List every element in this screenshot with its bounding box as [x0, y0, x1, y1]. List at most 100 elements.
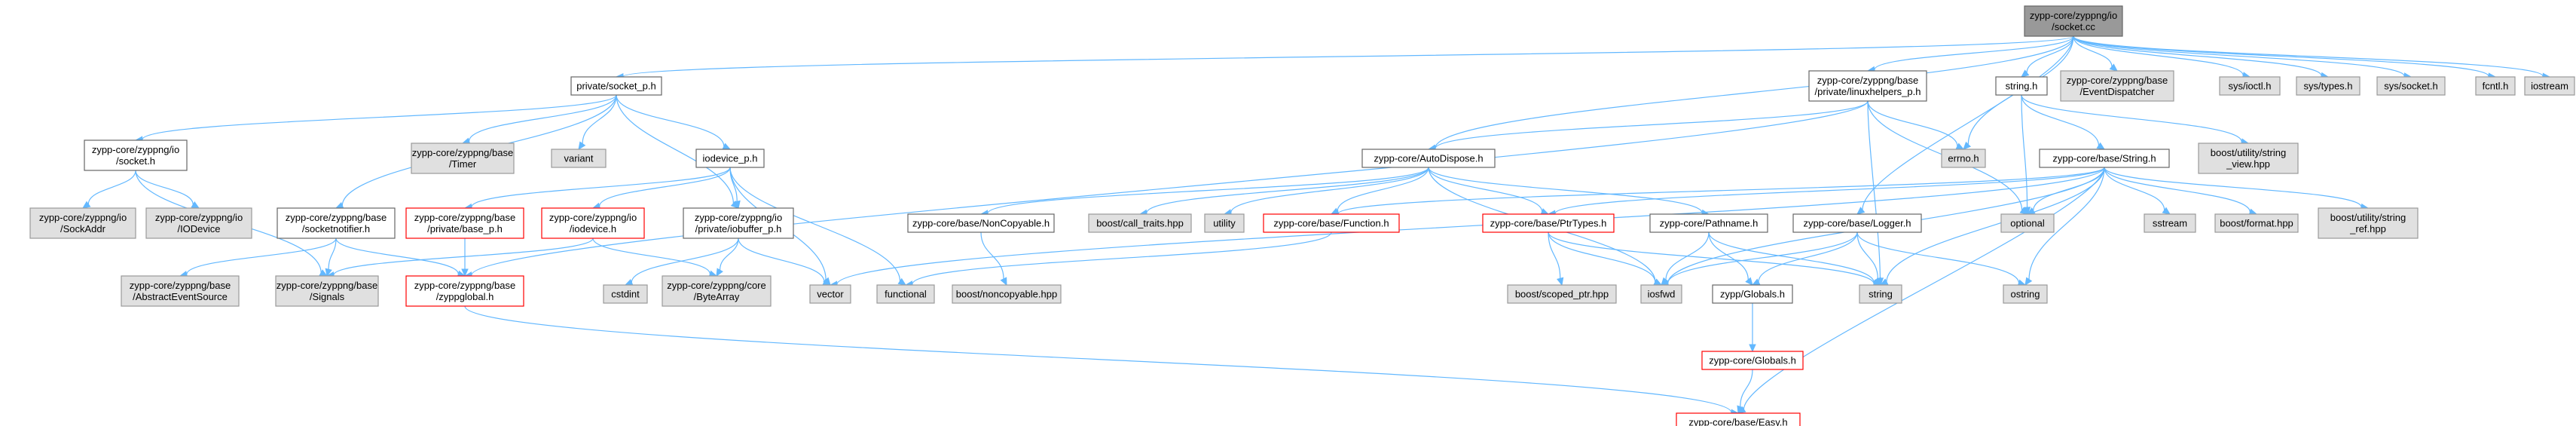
- node-label-line: /ByteArray: [694, 291, 740, 302]
- node-logger[interactable]: zypp-core/base/Logger.h: [1792, 213, 1922, 233]
- node-label-line: /EventDispatcher: [2080, 86, 2156, 97]
- node-label-line: zypp-core/zyppng/base: [414, 280, 515, 291]
- include-edge-autodispose-to-pathname: [1428, 167, 1710, 217]
- node-label-line: boost/format.hpp: [2220, 218, 2293, 229]
- node-label-line: boost/utility/string: [2211, 147, 2286, 158]
- include-edge-socketnotifier-to-zyppglobal: [335, 238, 466, 277]
- node-pathname[interactable]: zypp-core/Pathname.h: [1649, 213, 1768, 233]
- node-boost-string-view[interactable]: boost/utility/string_view.hpp: [2198, 143, 2299, 174]
- node-sockaddr[interactable]: zypp-core/zyppng/io/SockAddr: [29, 207, 136, 239]
- node-boost-format[interactable]: boost/format.hpp: [2214, 213, 2299, 233]
- node-label-line: /Timer: [449, 158, 477, 170]
- node-string[interactable]: string: [1859, 284, 1902, 304]
- node-cstdint[interactable]: cstdint: [603, 284, 648, 304]
- node-label-line: sys/ioctl.h: [2228, 81, 2271, 92]
- node-iobuffer-p[interactable]: zypp-core/zyppng/io/private/iobuffer_p.h: [683, 207, 794, 239]
- node-label-line: zypp-core/zyppng/core: [667, 280, 766, 291]
- include-edge-linuxhelpers-to-errno: [1867, 100, 1965, 150]
- include-edge-pathname-to-zypp_globals: [1708, 231, 1753, 286]
- node-label-line: _view.hpp: [2226, 158, 2270, 170]
- node-label-line: /private/iobuffer_p.h: [695, 223, 782, 234]
- node-label-line: iodevice_p.h: [703, 153, 758, 164]
- include-edge-private_base_p-to-zyppglobal: [461, 238, 469, 277]
- node-variant[interactable]: variant: [551, 149, 607, 168]
- node-sstream[interactable]: sstream: [2144, 213, 2196, 233]
- node-label-line: zypp-core/zyppng/base: [1817, 75, 1918, 86]
- node-boost-string-ref[interactable]: boost/utility/string_ref.hpp: [2318, 207, 2419, 239]
- node-label-line: sys/types.h: [2303, 81, 2352, 92]
- node-label-line: zypp-core/zyppng/base: [414, 212, 515, 223]
- node-label-line: fcntl.h: [2483, 81, 2509, 92]
- node-easy[interactable]: zypp-core/base/Easy.h: [1676, 412, 1801, 426]
- node-abstract-event-source[interactable]: zypp-core/zyppng/base/AbstractEventSourc…: [121, 275, 240, 307]
- node-label-line: /socketnotifier.h: [302, 223, 370, 234]
- node-label-line: iosfwd: [1648, 289, 1676, 300]
- node-io-socket[interactable]: zypp-core/zyppng/io/socket.h: [84, 139, 188, 171]
- node-iodevice-p[interactable]: iodevice_p.h: [695, 149, 765, 168]
- node-zyppglobal[interactable]: zypp-core/zyppng/base/zyppglobal.h: [405, 275, 524, 307]
- include-edge-zypp_globals-to-core_globals: [1749, 303, 1756, 353]
- node-utility[interactable]: utility: [1204, 213, 1245, 233]
- include-edge-base_string-to-ptrtypes: [1547, 167, 2105, 217]
- node-linuxhelpers[interactable]: zypp-core/zyppng/base/private/linuxhelpe…: [1808, 70, 1927, 102]
- node-sys-types[interactable]: sys/types.h: [2296, 76, 2361, 96]
- node-label-line: /IODevice: [177, 223, 220, 234]
- node-optional[interactable]: optional: [2000, 213, 2055, 233]
- node-eventdispatcher[interactable]: zypp-core/zyppng/base/EventDispatcher: [2060, 70, 2174, 102]
- node-base-string[interactable]: zypp-core/base/String.h: [2039, 149, 2170, 168]
- node-string-h[interactable]: string.h: [1995, 76, 2048, 96]
- node-core-globals[interactable]: zypp-core/Globals.h: [1701, 351, 1804, 370]
- node-label-line: /socket.cc: [2052, 21, 2095, 32]
- node-label-line: sstream: [2153, 218, 2187, 229]
- node-scoped-ptr[interactable]: boost/scoped_ptr.hpp: [1507, 284, 1617, 304]
- node-label-line: ostring: [2010, 289, 2040, 300]
- node-sys-socket[interactable]: sys/socket.h: [2376, 76, 2446, 96]
- node-label-line: zypp-core/Globals.h: [1709, 355, 1796, 366]
- node-iosfwd[interactable]: iosfwd: [1640, 284, 1682, 304]
- node-sys-ioctl[interactable]: sys/ioctl.h: [2219, 76, 2281, 96]
- include-edge-string_h-to-base_string: [2021, 94, 2106, 150]
- node-label-line: zypp-core/zyppng/io: [39, 212, 127, 223]
- include-edge-string_h-to-optional: [2021, 94, 2031, 216]
- node-iodevice-cls[interactable]: zypp-core/zyppng/io/IODevice: [145, 207, 252, 239]
- node-vector[interactable]: vector: [809, 284, 851, 304]
- include-edge-ptrtypes-to-string: [1548, 231, 1882, 288]
- include-edge-pathname-to-iosfwd: [1661, 231, 1710, 286]
- node-label-line: utility: [1213, 218, 1236, 229]
- node-autodispose[interactable]: zypp-core/AutoDispose.h: [1361, 149, 1496, 168]
- node-io-iodevice-h[interactable]: zypp-core/zyppng/io/iodevice.h: [541, 207, 645, 239]
- node-label-line: zypp-core/zyppng/base: [277, 280, 377, 291]
- node-signals[interactable]: zypp-core/zyppng/base/Signals: [275, 275, 379, 307]
- node-call-traits[interactable]: boost/call_traits.hpp: [1088, 213, 1192, 233]
- node-socketnotifier[interactable]: zypp-core/zyppng/base/socketnotifier.h: [277, 207, 396, 239]
- node-label-line: zypp-core/zyppng/base: [412, 147, 513, 158]
- node-private-base-p[interactable]: zypp-core/zyppng/base/private/base_p.h: [405, 207, 524, 239]
- node-errno[interactable]: errno.h: [1941, 149, 1986, 168]
- node-label-line: zypp-core/AutoDispose.h: [1374, 153, 1483, 164]
- include-edge-socket_p-to-variant: [578, 94, 617, 151]
- node-label-line: /private/base_p.h: [427, 223, 503, 234]
- node-ptrtypes[interactable]: zypp-core/base/PtrTypes.h: [1482, 213, 1615, 233]
- node-function-h[interactable]: zypp-core/base/Function.h: [1263, 213, 1400, 233]
- node-label-line: boost/noncopyable.hpp: [956, 289, 1057, 300]
- include-edge-core_globals-to-easy: [1737, 369, 1753, 415]
- node-ostring[interactable]: ostring: [2003, 284, 2048, 304]
- node-socket-p[interactable]: private/socket_p.h: [570, 76, 662, 96]
- node-iostream[interactable]: iostream: [2524, 76, 2575, 96]
- node-bytearray[interactable]: zypp-core/zyppng/core/ByteArray: [662, 275, 772, 307]
- node-zypp-globals[interactable]: zypp/Globals.h: [1712, 284, 1793, 304]
- node-functional[interactable]: functional: [876, 284, 935, 304]
- include-edge-base_string-to-boost_format: [2104, 167, 2258, 216]
- include-edge-ptrtypes-to-scoped_ptr: [1548, 231, 1564, 287]
- include-edge-linuxhelpers-to-autodispose: [1427, 100, 1869, 152]
- node-noncopyable[interactable]: zypp-core/base/NonCopyable.h: [907, 213, 1055, 233]
- node-timer[interactable]: zypp-core/zyppng/base/Timer: [411, 143, 515, 174]
- node-label-line: zypp-core/Pathname.h: [1660, 218, 1759, 229]
- node-boost-noncopyable[interactable]: boost/noncopyable.hpp: [952, 284, 1062, 304]
- include-edge-socketnotifier-to-signals: [325, 238, 337, 277]
- node-label-line: /socket.h: [116, 155, 155, 167]
- node-label-line: zypp-core/base/Easy.h: [1688, 417, 1787, 426]
- node-label-line: zypp-core/base/Logger.h: [1803, 218, 1911, 229]
- node-fcntl[interactable]: fcntl.h: [2475, 76, 2516, 96]
- node-label-line: _ref.hpp: [2349, 223, 2386, 234]
